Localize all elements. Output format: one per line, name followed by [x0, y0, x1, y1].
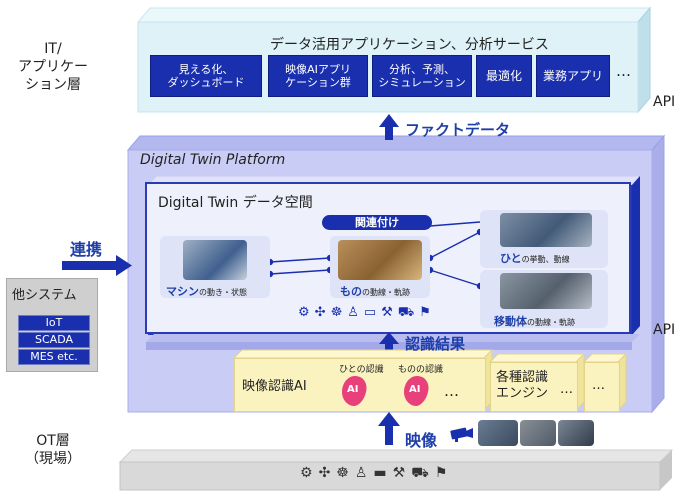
person-recognition-label: ひとの認識 — [339, 365, 384, 375]
other-system-scada[interactable]: SCADA — [18, 332, 90, 348]
alarm-icon: ⚑ — [419, 305, 436, 320]
goods-suffix: の動線・軌跡 — [362, 288, 410, 297]
machine-label: マシンの動き・状態 — [166, 283, 247, 299]
camera-icon — [450, 427, 473, 442]
person-image — [500, 213, 592, 247]
mobile-suffix: の動線・軌跡 — [527, 318, 575, 327]
service-optimization[interactable]: 最適化 — [476, 55, 532, 97]
engines-more-2: … — [560, 382, 573, 397]
machine-suffix: の動き・状態 — [199, 288, 247, 297]
worker-icon: ♙ — [347, 305, 364, 320]
box-icon: ▬ — [373, 465, 393, 481]
link-label: 連携 — [70, 240, 103, 259]
recognition-result-label: 認識結果 — [405, 335, 466, 353]
platform-title: Digital Twin Platform — [140, 152, 286, 168]
services-title: データ活用アプリケーション、分析サービス — [270, 37, 549, 53]
group-icon: ☸ — [336, 465, 355, 481]
person-name: ひと — [500, 252, 522, 265]
goods-image — [338, 240, 422, 280]
robot-arm-icon: ⚙ — [300, 465, 319, 481]
fact-data-label: ファクトデータ — [405, 121, 511, 139]
ai-badge-goods: AI — [409, 384, 421, 395]
service-analysis-simulation[interactable]: 分析、予測、 シミュレーション — [372, 55, 472, 97]
group-icon: ☸ — [330, 305, 348, 320]
robot-arm-icon: ⚙ — [298, 305, 315, 320]
data-space-title: Digital Twin データ空間 — [158, 195, 313, 211]
person-suffix: の挙動、動線 — [521, 255, 570, 264]
goods-name: もの — [340, 285, 362, 298]
other-system-iot[interactable]: IoT — [18, 315, 90, 331]
other-system-mes[interactable]: MES etc. — [18, 349, 90, 365]
api-label-middle: API — [653, 322, 676, 338]
truck-icon: ⛟ — [411, 465, 435, 481]
various-engines-label: 各種認識 エンジン — [496, 370, 549, 401]
extra-engine-block — [584, 362, 620, 412]
engines-more-1: … — [444, 382, 459, 400]
services-more: … — [616, 62, 631, 80]
platform-icon-row: ⚙✣☸♙▭⚒⛟⚑ — [298, 305, 436, 322]
machine-name: マシン — [166, 285, 199, 298]
ai-badge-person: AI — [347, 384, 359, 395]
ot-layer-label: OT層 （現場） — [25, 433, 81, 467]
person-label: ひとの挙動、動線 — [500, 250, 570, 266]
video-thumbnail-2 — [520, 420, 556, 446]
mobile-image — [500, 273, 592, 309]
mobile-name: 移動体 — [494, 315, 527, 328]
worker-icon: ♙ — [354, 465, 374, 481]
truck-icon: ⛟ — [397, 305, 420, 320]
goods-recognition-label: ものの認識 — [398, 365, 444, 375]
drone-icon: ✣ — [318, 465, 337, 481]
various-engines-block — [490, 362, 578, 412]
service-video-ai-apps[interactable]: 映像AIアプリ ケーション群 — [268, 55, 368, 97]
it-layer-label: IT/ アプリケー ション層 — [18, 41, 88, 93]
service-business-apps[interactable]: 業務アプリ — [536, 55, 610, 97]
other-systems-title: 他システム — [12, 288, 77, 303]
tool-icon: ⚒ — [392, 465, 412, 481]
api-label-top: API — [653, 94, 676, 110]
service-visualization[interactable]: 見える化、 ダッシュボード — [150, 55, 262, 97]
machine-image — [183, 240, 247, 280]
video-thumbnail-1 — [478, 420, 518, 446]
goods-label: ものの動線・軌跡 — [340, 283, 410, 299]
drone-icon: ✣ — [314, 305, 331, 320]
tool-icon: ⚒ — [381, 305, 398, 320]
mobile-label: 移動体の動線・軌跡 — [494, 313, 575, 329]
ot-icon-row: ⚙✣☸♙▬⚒⛟⚑ — [300, 465, 453, 483]
video-ai-label: 映像認識AI — [242, 379, 307, 394]
box-icon: ▭ — [363, 305, 382, 320]
video-label: 映像 — [405, 431, 438, 450]
video-thumbnail-3 — [558, 420, 594, 446]
engines-more-3: … — [592, 378, 605, 393]
alarm-icon: ⚑ — [434, 465, 454, 481]
ai-badges — [342, 376, 429, 406]
relate-badge: 関連付け — [322, 215, 432, 230]
